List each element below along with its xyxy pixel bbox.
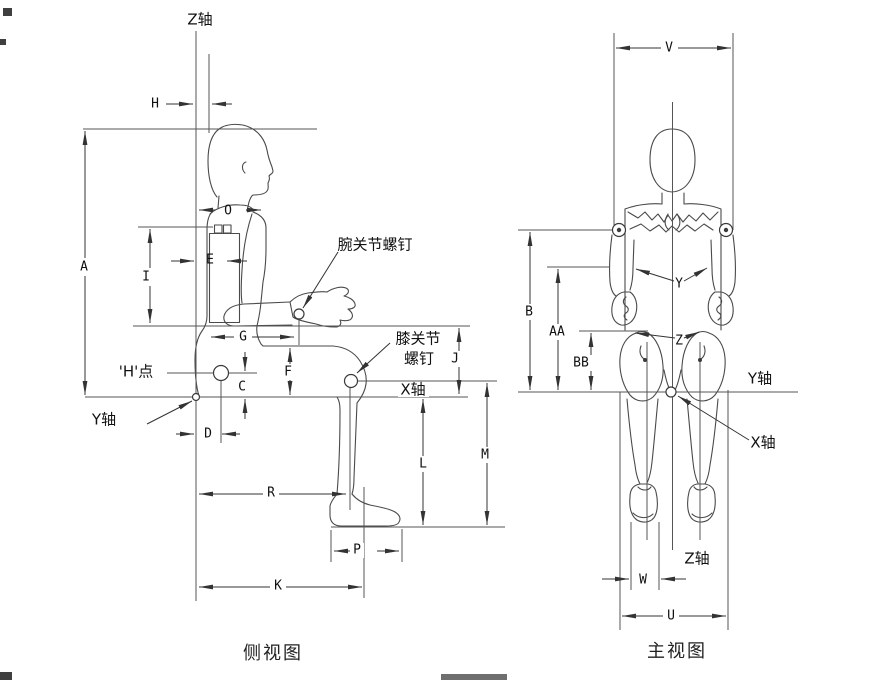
wrist-joint-circle xyxy=(293,308,305,320)
dim-label-K: K xyxy=(274,579,282,594)
dim-label-E: E xyxy=(206,253,214,268)
dim-label-D: D xyxy=(204,427,212,442)
wrist-screw-label: 腕关节螺钉 xyxy=(337,236,412,254)
joint-markers xyxy=(191,222,734,402)
scan-artifacts xyxy=(0,8,507,680)
knee-joint-circle xyxy=(343,373,359,389)
dim-label-L: L xyxy=(419,457,427,472)
knee-screw-label-line1: 膝关节 xyxy=(395,330,440,348)
side-y-axis-label: Y轴 xyxy=(91,411,116,429)
dim-label-Y: Y xyxy=(675,277,683,292)
dim-label-C: C xyxy=(238,380,246,395)
hip-dot-left xyxy=(643,358,647,362)
h-point-circle xyxy=(212,364,230,382)
dim-label-R: R xyxy=(267,486,275,501)
front-z-axis-label: Z轴 xyxy=(684,550,709,568)
dimension-lines xyxy=(82,45,731,619)
front-view-caption: 主视图 xyxy=(647,641,707,662)
dim-label-W: W xyxy=(639,573,647,588)
dim-label-V: V xyxy=(665,41,673,56)
dim-label-J: J xyxy=(451,352,459,367)
front-origin-circle xyxy=(665,386,677,398)
dim-label-Z: Z xyxy=(675,334,683,349)
dim-label-AA: AA xyxy=(549,325,565,340)
hip-dot-right xyxy=(698,358,702,362)
h-point-label: 'H'点 xyxy=(119,363,154,381)
dim-label-B: B xyxy=(525,305,533,320)
dim-label-BB: BB xyxy=(573,356,589,371)
dim-label-P: P xyxy=(353,543,361,558)
dim-label-A: A xyxy=(80,260,88,275)
dim-label-H: H xyxy=(151,97,159,112)
y-axis-origin-circle xyxy=(191,392,201,402)
dim-label-M: M xyxy=(481,448,489,463)
dim-label-U: U xyxy=(667,609,675,624)
side-view-caption: 侧视图 xyxy=(243,643,303,664)
dim-label-I: I xyxy=(142,270,150,285)
front-x-axis-label: X轴 xyxy=(750,434,775,452)
text-labels: A H O E I G C F D J L M R K P Z轴 Y轴 X轴 腕… xyxy=(80,11,776,665)
label-backgrounds xyxy=(76,40,679,624)
side-x-axis-label: X轴 xyxy=(400,381,425,399)
leader-lines xyxy=(146,251,750,441)
side-view-figure xyxy=(194,123,401,527)
knee-screw-label-line2: 螺钉 xyxy=(404,350,434,368)
dim-label-F: F xyxy=(284,365,292,380)
dim-label-O: O xyxy=(224,204,232,219)
front-y-axis-label: Y轴 xyxy=(747,370,772,388)
dim-label-G: G xyxy=(239,330,247,345)
side-z-axis-label: Z轴 xyxy=(187,11,212,29)
